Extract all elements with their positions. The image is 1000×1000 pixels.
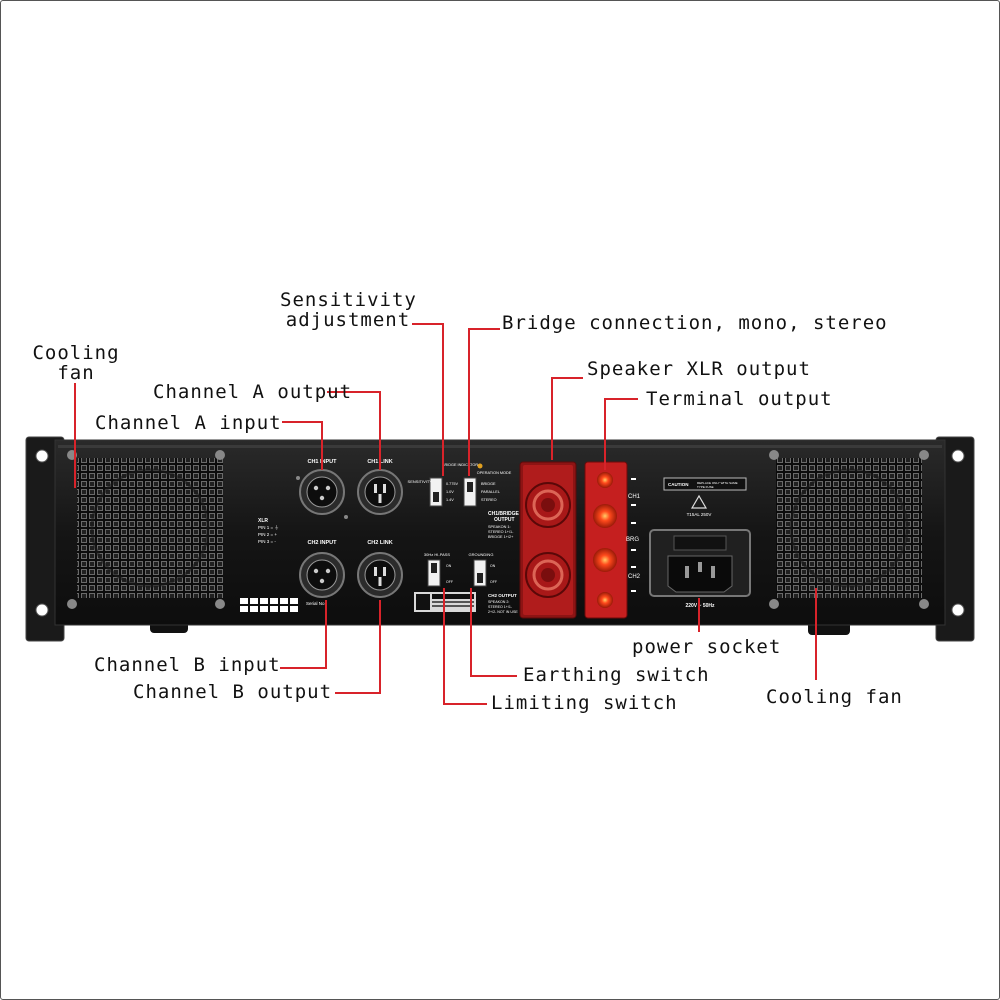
hipass-on: ON	[446, 564, 452, 568]
terminal-post-1	[597, 472, 613, 488]
ch1-output-line-3: SPEAKON 1:	[488, 525, 511, 529]
label-channel-b-output: Channel B output	[133, 681, 333, 703]
right-fan-grille	[776, 458, 922, 598]
sens-value-1: 0.775V	[446, 482, 459, 486]
ch2-output-line-2: SPEAKON 2:	[488, 600, 509, 604]
xlr-pin-title: XLR	[258, 518, 268, 524]
sens-value-3: 1.4V	[446, 498, 454, 502]
label-cooling-fan-left: Cooling fan	[30, 343, 122, 383]
mode-value-3: STEREO	[481, 498, 497, 502]
caution-title: CAUTION	[668, 482, 689, 487]
speakon-1	[525, 482, 571, 528]
ch1-output-line-4: STEREO 1+/1-	[488, 530, 514, 534]
leader-speaker-xlr	[551, 377, 583, 460]
grounding-label: GROUNDING	[469, 552, 494, 557]
leader-limiting	[443, 588, 487, 705]
leader-bridge	[468, 328, 500, 476]
serial-label: Serial No.	[306, 601, 326, 606]
xlr-pin-2: PIN 2 = +	[258, 532, 277, 537]
sensitivity-panel-label: SENSITIVITY	[408, 479, 433, 484]
label-sensitivity-line-1: Sensitivity	[280, 289, 417, 311]
ch2-output-line-1: CH2 OUTPUT	[488, 593, 517, 598]
ch2-output-line-3: STEREO 1+/1-	[488, 605, 513, 609]
terminal-post-2	[593, 504, 617, 528]
ch2-input-xlr	[299, 552, 345, 598]
leader-sensitivity	[412, 323, 444, 476]
voltage-rating: 220V ~ 50Hz	[685, 603, 715, 609]
mode-value-2: PARALLEL	[481, 490, 500, 494]
hipass-off: OFF	[446, 580, 453, 584]
label-sensitivity: Sensitivity adjustment	[280, 290, 416, 330]
label-cooling-fan-left-line-1: Cooling	[32, 342, 120, 364]
ch2-link-xlr	[357, 552, 403, 598]
label-earthing: Earthing switch	[523, 664, 710, 686]
grounding-off: OFF	[490, 580, 497, 584]
operation-mode-label: OPERATION MODE	[477, 471, 512, 475]
terminal-ch1-label: CH1	[628, 494, 641, 500]
label-channel-a-input: Channel A input	[95, 412, 282, 434]
ch1-output-line-1: CH1/BRIDGE	[488, 511, 520, 517]
terminal-post-3	[593, 548, 617, 572]
ch1-link-xlr	[357, 469, 403, 515]
caution-text-1: REPLACE ONLY WITH SAME	[697, 481, 738, 485]
ch2-input-label: CH2 INPUT	[307, 540, 337, 546]
power-socket	[649, 529, 751, 597]
leader-channel-b-input	[280, 600, 327, 669]
leader-channel-a-input	[282, 421, 323, 470]
grounding-on: ON	[490, 564, 496, 568]
sens-value-2: 1.0V	[446, 490, 454, 494]
ch2-link-label: CH2 LINK	[367, 540, 392, 546]
label-limiting: Limiting switch	[491, 692, 678, 714]
xlr-pin-1: PIN 1 = ⏚	[258, 524, 279, 530]
caution-text-2: TYPE FUSE	[697, 485, 714, 489]
mode-value-1: BRIDGE	[481, 482, 496, 486]
caution-label	[663, 477, 747, 491]
terminal-brg-label: BRG	[626, 537, 639, 543]
label-cooling-fan-right: Cooling fan	[766, 686, 903, 708]
leader-channel-a-output	[327, 391, 381, 470]
leader-lines	[74, 323, 817, 705]
leader-terminal	[604, 398, 638, 470]
label-speaker-xlr: Speaker XLR output	[587, 358, 811, 380]
label-bridge: Bridge connection, mono, stereo	[502, 312, 888, 334]
ch2-output-line-4: 2+/2- NOT IN USE	[488, 610, 518, 614]
label-channel-b-input: Channel B input	[94, 654, 281, 676]
left-fan-grille	[77, 458, 223, 598]
hipass-label: 30Hz HI-PASS	[424, 552, 450, 557]
xlr-pin-3: PIN 3 = -	[258, 539, 276, 544]
label-power-socket: power socket	[632, 636, 782, 658]
ch1-output-line-2: OUTPUT	[494, 517, 515, 523]
label-terminal: Terminal output	[646, 388, 833, 410]
terminal-ch2-label: CH2	[628, 574, 641, 580]
label-sensitivity-line-2: adjustment	[285, 309, 411, 331]
bridge-indicator-label: BRIDGE INDICATOR	[442, 463, 478, 467]
serial-boxes	[240, 598, 298, 612]
terminal-post-4	[597, 592, 613, 608]
fuse-rating: T15AL 250V	[687, 512, 712, 517]
label-cooling-fan-left-line-2: fan	[57, 362, 95, 384]
leader-channel-b-output	[335, 600, 381, 694]
label-channel-a-output: Channel A output	[153, 381, 353, 403]
leader-earthing	[470, 588, 517, 677]
ch1-output-line-5: BRIDGE 1+/2+	[488, 535, 514, 539]
speakon-2	[525, 552, 571, 598]
